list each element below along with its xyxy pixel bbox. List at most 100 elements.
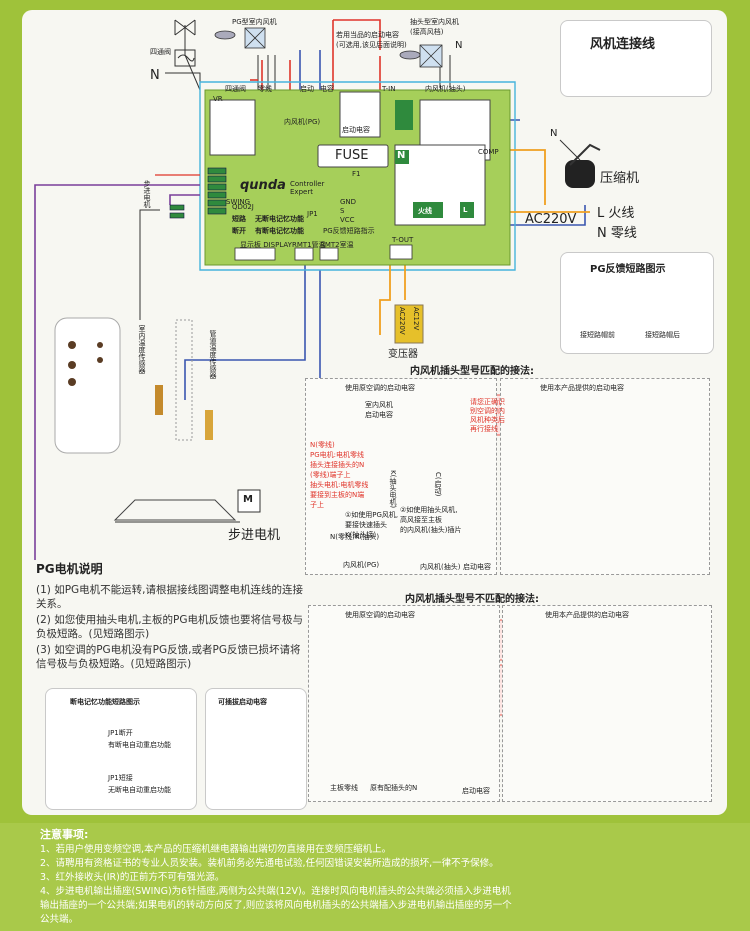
board-brand-sub-1: Controller xyxy=(290,180,325,188)
mismatch-title: 内风机插头型号不匹配的接法: xyxy=(405,594,539,605)
board-cap: 电容 xyxy=(320,85,334,93)
transformer-ac12: AC12V xyxy=(412,307,420,331)
match-cap-plug: 启动电容 xyxy=(463,563,491,571)
match-tip-3: K(抽头接) xyxy=(345,531,377,539)
board-brand-sub-2: Expert xyxy=(290,188,313,196)
board-motor-tap: 内风机(抽头) xyxy=(425,85,466,93)
board-fuse: FUSE xyxy=(335,148,369,163)
match-c-line: C(启动) xyxy=(434,472,442,497)
board-comp: COMP xyxy=(478,148,499,156)
pg-after-short: 接短路帽后 xyxy=(645,331,680,339)
transformer-label: 变压器 xyxy=(388,349,418,360)
board-rmt1: RMT1管温 xyxy=(292,241,326,249)
notice-title: 注意事项: xyxy=(40,828,89,841)
match-note-4: 抽头电机:电机零线 xyxy=(310,481,369,489)
notice-item-6: 公共端。 xyxy=(40,914,79,925)
board-t-out: T-OUT xyxy=(392,236,414,244)
fan-cable-card xyxy=(560,20,712,97)
tap-motor-label-1: 抽头型室内风机 xyxy=(410,18,459,26)
stepper-m: M xyxy=(243,494,253,505)
transformer-ac220: AC220V xyxy=(398,307,406,335)
board-live: 火线 xyxy=(418,207,432,215)
board-vcc: VCC xyxy=(340,216,355,224)
notice-item-3: 3、红外接收头(IR)的正前方不可有强光源。 xyxy=(40,872,225,883)
board-motor-pg: 内风机(PG) xyxy=(284,118,321,126)
match-warn-2: 别空调的内 xyxy=(470,407,505,415)
cap-card-title: 可插拔启动电容 xyxy=(218,698,267,706)
notice-item-5: 输出插座的一个公共端;如果电机的转动方向反了,则应该将风向电机插头的公共端插入步… xyxy=(40,900,512,911)
notice-item-2: 2、请聘用有资格证书的专业人员安装。装机前务必先通电试验,任何因错误安装所造成的… xyxy=(40,858,499,869)
match-note-3: (零线)端子上 xyxy=(310,471,351,479)
match-note-1: PG电机:电机零线 xyxy=(310,451,365,459)
pg-short-card xyxy=(560,252,714,354)
pg-item-2: (2) 如您使用抽头电机,主板的PG电机反馈也要将信号极与负极短路。(见短路图示… xyxy=(36,614,304,640)
jp1-short-desc: 无断电自动重启功能 xyxy=(108,786,171,794)
room-sensor-label: 室内温度传感器 xyxy=(138,325,146,374)
match-tip-6: 的内风机(抽头)插片 xyxy=(400,526,462,534)
match-tip-2: 要接快速插头 xyxy=(345,521,387,529)
stepper-bottom-label: 步进电机 xyxy=(228,528,281,543)
board-short: 短路 xyxy=(232,215,246,223)
jp1-short: JP1短接 xyxy=(108,774,133,782)
pg-motor-label: PG型室内风机 xyxy=(232,18,277,26)
board-vr: VR xyxy=(213,95,223,103)
tap-motor-label-2: (接高风档) xyxy=(410,28,444,36)
match-plug-n: N(零线) xyxy=(330,533,355,541)
cap-card-model: CBB61 xyxy=(232,776,256,784)
mismatch-plug-right: 启动电容 xyxy=(462,787,490,795)
pg-item-1: (1) 如PG电机不能运转,请根据接线图调整电机连线的连接关系。 xyxy=(36,584,304,610)
notice-item-4: 4、步进电机输出插座(SWING)为6针插座,两侧为公共端(12V)。连接时风向… xyxy=(40,886,511,897)
mismatch-plug-mid: 原有配插头的N xyxy=(370,784,418,792)
match-left-box xyxy=(305,378,497,575)
jp1-open-desc: 有断电自动重启功能 xyxy=(108,741,171,749)
pg-section-title: PG电机说明 xyxy=(36,562,103,576)
cap-note-1: 若用当品的启动电容 xyxy=(336,31,399,39)
match-k-line: K(抽头电机) xyxy=(389,470,397,509)
board-neutral: 零线 xyxy=(258,85,272,93)
board-start: 启动 xyxy=(300,85,314,93)
match-tip-4: ②如使用抽头风机, xyxy=(400,506,458,514)
mismatch-right-sub: 使用本产品提供的启动电容 xyxy=(545,611,629,619)
match-note-5: 要接到主板的N端 xyxy=(310,491,365,499)
board-n-terminal: N xyxy=(397,150,406,161)
match-warn-3: 风机种类后 xyxy=(470,416,505,424)
match-pg-plug: 内风机(PG) xyxy=(343,561,380,569)
live-label: L 火线 xyxy=(597,206,635,221)
match-title: 内风机插头型号匹配的接法: xyxy=(410,366,534,377)
mismatch-left-sub: 使用原空调的启动电容 xyxy=(345,611,415,619)
capacitor-card xyxy=(205,688,307,810)
mismatch-left-box xyxy=(308,605,500,802)
board-swing: SWING xyxy=(226,198,251,206)
board-s: S xyxy=(340,207,345,215)
board-model: QD02J xyxy=(232,203,254,211)
board-brand: qunda xyxy=(240,178,286,193)
match-tip-5: 高风接至主板 xyxy=(400,516,442,524)
match-right-box xyxy=(500,378,710,575)
board-gnd: GND xyxy=(340,198,357,206)
ac220-label: AC220V xyxy=(525,212,577,227)
match-right-sub: 使用本产品提供的启动电容 xyxy=(540,384,624,392)
board-open-desc: 有断电记忆功能 xyxy=(255,227,304,235)
comp-n-label: N xyxy=(550,128,558,139)
fan-cable-title: 风机连接线 xyxy=(590,37,656,52)
match-note-6: 子上 xyxy=(310,501,324,509)
board-f1: F1 xyxy=(352,170,361,178)
board-rmt2: RMT2室温 xyxy=(320,241,354,249)
cap-note-2: (可选用,该见后面说明) xyxy=(336,41,407,49)
notice-footer xyxy=(0,823,750,931)
board-pg-feedback: PG反馈短路指示 xyxy=(323,227,375,235)
match-motor-1: 室内风机 xyxy=(365,401,393,409)
memory-card xyxy=(45,688,197,810)
match-tip-1: ①如使用PG风机, xyxy=(345,511,399,519)
board-l: L xyxy=(463,206,468,214)
match-note-0: N(零线) xyxy=(310,441,335,449)
stepper-top-label: 步进电机 xyxy=(143,180,151,208)
match-warn-1: 请您正确识 xyxy=(470,398,505,406)
n-left: N xyxy=(150,68,160,83)
n-right: N xyxy=(455,40,463,51)
board-four-way: 四通阀 xyxy=(225,85,246,93)
match-left-sub: 使用原空调的启动电容 xyxy=(345,384,415,392)
board-jp1: JP1 xyxy=(307,210,318,218)
board-open: 断开 xyxy=(232,227,246,235)
mem-card-title: 断电记忆功能短路图示 xyxy=(70,698,140,706)
